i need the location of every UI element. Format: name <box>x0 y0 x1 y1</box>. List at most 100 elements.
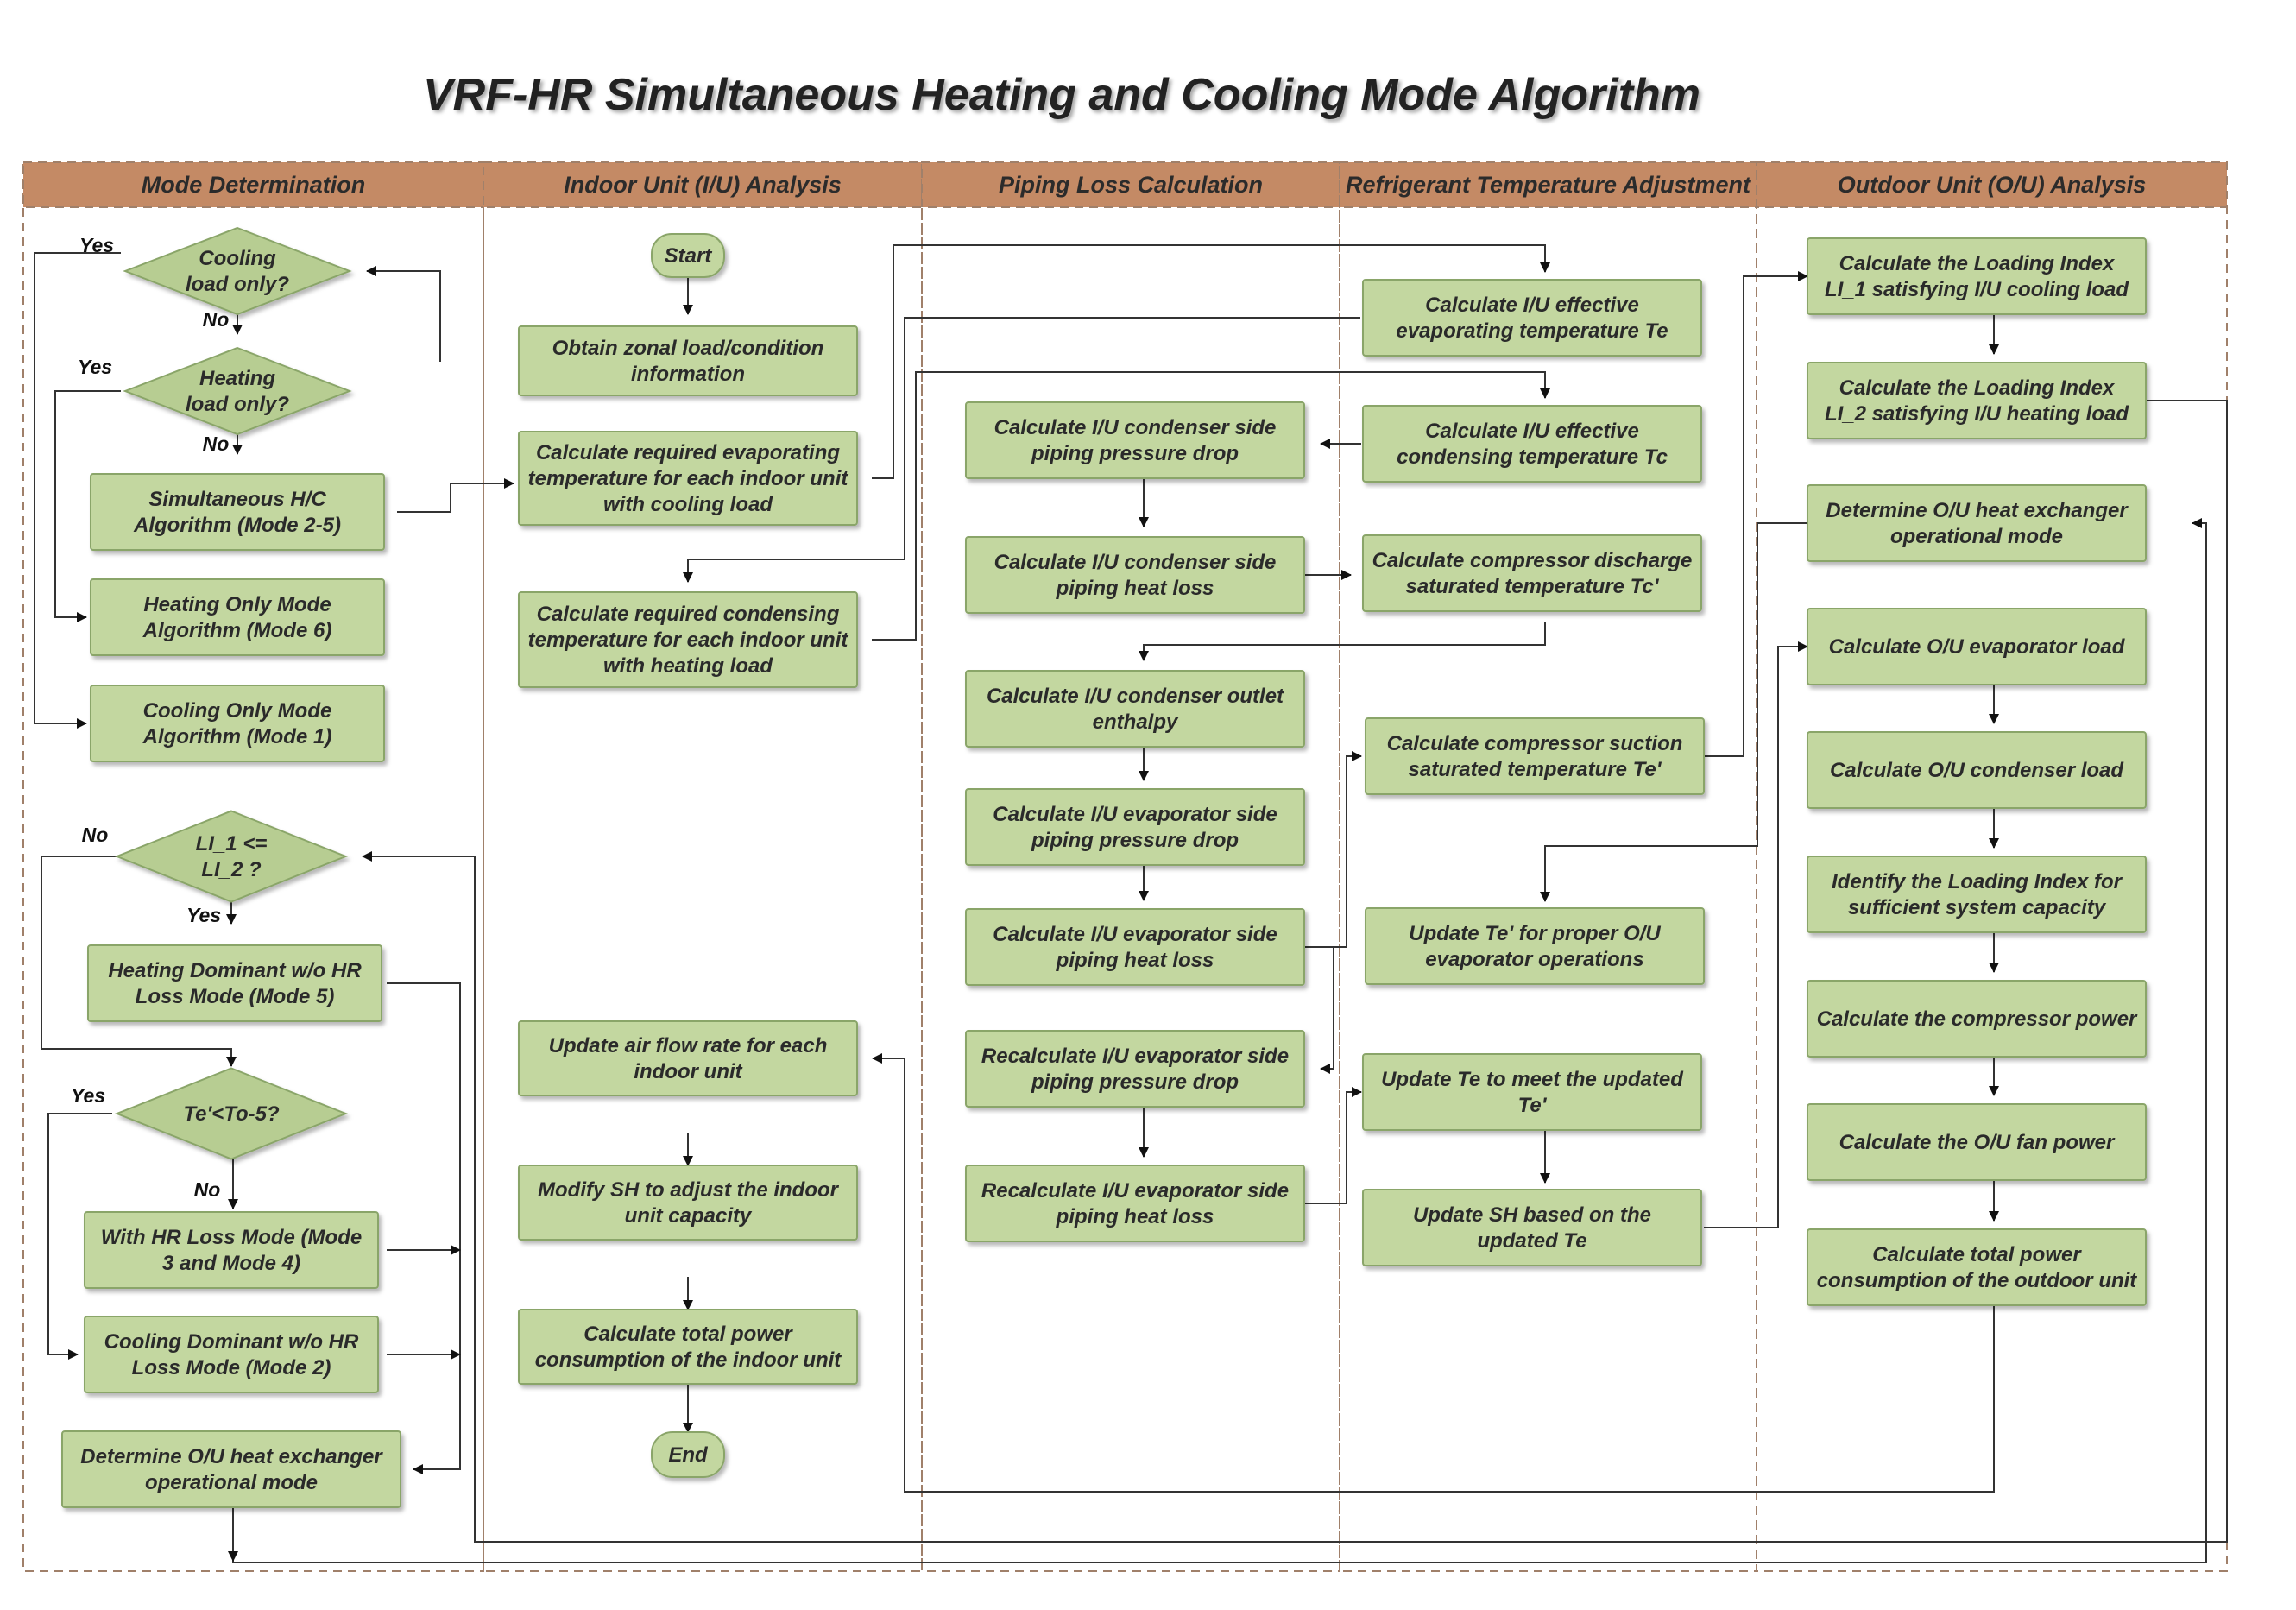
connector-32 <box>362 400 2228 1543</box>
process-box <box>87 944 382 1022</box>
lane-body-pipe <box>921 161 1340 1572</box>
node-text-line: Calculate required condensing <box>537 603 840 626</box>
connector-14 <box>1139 622 1546 661</box>
node-text-line: Calculate I/U condenser outlet <box>987 685 1284 708</box>
connector-17 <box>1304 751 1362 948</box>
node-text-line: Update SH based on the <box>1413 1203 1651 1227</box>
lane-mode: Mode Determination <box>22 161 484 1572</box>
node-text-line: information <box>631 363 745 386</box>
node-text-line: Determine O/U heat exchanger <box>80 1445 383 1468</box>
process-box <box>965 401 1305 479</box>
node-text-line: condensing temperature Tc <box>1397 445 1668 469</box>
terminal-shape <box>651 233 725 278</box>
node-text-line: piping heat loss <box>1056 1205 1214 1228</box>
node-text-line: Recalculate I/U evaporator side <box>981 1179 1289 1203</box>
node-text-line: Loss Mode (Mode 2) <box>132 1356 331 1380</box>
node-text-line: LI_2 ? <box>201 858 262 881</box>
branch-label-no-heat: No <box>203 432 230 455</box>
node-text-line: Obtain zonal load/condition <box>552 337 824 360</box>
node-i-end: End <box>651 1431 725 1478</box>
process-box <box>965 1030 1305 1108</box>
process-box <box>518 1309 858 1385</box>
lane-title-ref: Refrigerant Temperature Adjustment <box>1346 172 1751 198</box>
node-o-hx: Determine O/U heat exchangeroperational … <box>1807 484 2147 562</box>
decision-diamond <box>123 346 352 436</box>
node-text-line: Modify SH to adjust the indoor <box>538 1178 840 1202</box>
node-text-line: Update Te' for proper O/U <box>1409 922 1661 945</box>
node-text-line: piping heat loss <box>1056 949 1214 972</box>
node-i-evap: Calculate required evaporating temperatur… <box>518 431 858 526</box>
decision-diamond <box>114 1067 349 1160</box>
node-text-line: Cooling Only Mode <box>143 699 332 723</box>
node-p-chl: Calculate I/U condenser side piping heat … <box>965 536 1305 614</box>
connector-9 <box>683 317 1360 583</box>
node-text-line: temperature for each indoor unit <box>528 467 849 490</box>
node-o-evap: Calculate O/U evaporator load <box>1807 608 2147 685</box>
connector-6 <box>397 478 514 513</box>
node-text-line: Calculate O/U condenser load <box>1830 759 2124 782</box>
node-text-line: operational mode <box>145 1471 318 1494</box>
process-box <box>1807 237 2147 315</box>
process-box <box>1362 1053 1702 1131</box>
lane-header-ou <box>1756 161 2228 208</box>
lane-body-ref <box>1339 161 1757 1572</box>
node-text-line: sufficient system capacity <box>1848 896 2107 919</box>
node-text-line: with heating load <box>603 654 773 678</box>
node-text-line: Algorithm (Mode 1) <box>142 725 332 748</box>
node-text-line: Calculate the O/U fan power <box>1839 1131 2116 1154</box>
branch-label-yes-li: Yes <box>186 904 221 926</box>
node-text-line: load only? <box>186 273 289 296</box>
process-box <box>1807 731 2147 809</box>
branch-label-yes-cool: Yes <box>79 234 114 256</box>
node-text-line: Calculate the Loading Index <box>1839 252 2116 275</box>
node-text-line: operational mode <box>1890 525 2063 548</box>
lane-title-ou: Outdoor Unit (O/U) Analysis <box>1838 172 2147 198</box>
process-box <box>1807 980 2147 1058</box>
node-text-line: Algorithm (Mode 2-5) <box>133 514 341 537</box>
node-text-line: Calculate I/U condenser side <box>994 416 1277 439</box>
connector-18 <box>1320 946 1347 1074</box>
lane-body-mode <box>22 161 484 1572</box>
lane-title-iu: Indoor Unit (I/U) Analysis <box>564 172 842 198</box>
node-text-line: Heating Only Mode <box>143 593 331 616</box>
decision-diamond <box>123 226 352 316</box>
node-text-line: unit capacity <box>625 1204 753 1228</box>
process-box <box>1365 907 1705 985</box>
branch-label-yes-heat: Yes <box>78 356 112 378</box>
process-box <box>518 591 858 688</box>
terminal-shape <box>651 1431 725 1478</box>
connector-39 <box>387 982 461 1474</box>
node-text-line: Calculate I/U condenser side <box>994 551 1277 574</box>
process-box <box>1807 856 2147 933</box>
node-i-start: Start <box>651 233 725 278</box>
node-text-line: Calculate the compressor power <box>1817 1007 2138 1031</box>
process-box <box>1365 717 1705 795</box>
lane-header-ref <box>1339 161 1757 208</box>
node-text-line: Calculate O/U evaporator load <box>1829 635 2126 659</box>
connector-22 <box>1704 641 1808 1228</box>
node-text-line: Start <box>665 244 713 268</box>
node-i-obtain: Obtain zonal load/condition information <box>518 325 858 396</box>
swimlanes: Mode Determination Indoor Unit (I/U) Anal… <box>22 161 2228 1572</box>
process-box <box>1362 405 1702 483</box>
node-text-line: piping pressure drop <box>1031 442 1239 465</box>
node-text-line: evaporator operations <box>1425 948 1643 971</box>
branch-label-no-li: No <box>82 824 109 846</box>
node-text-line: End <box>668 1443 709 1467</box>
node-text-line: Calculate required evaporating <box>536 441 840 464</box>
process-box <box>965 788 1305 866</box>
node-text-line: piping heat loss <box>1056 577 1214 600</box>
node-text-line: Calculate the Loading Index <box>1839 376 2116 400</box>
node-text-line: saturated temperature Tc' <box>1406 575 1660 598</box>
